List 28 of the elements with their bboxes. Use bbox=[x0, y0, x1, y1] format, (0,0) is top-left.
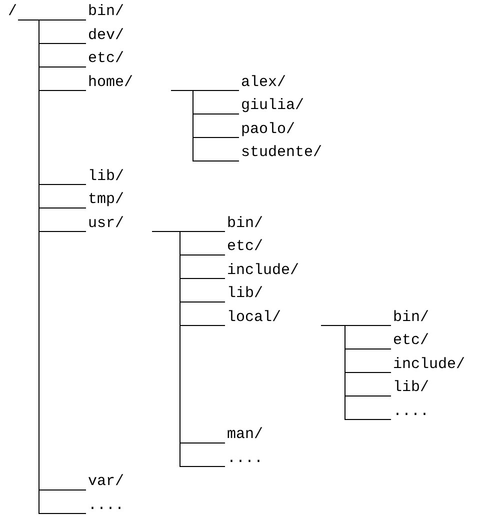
directory-name: lib/ bbox=[88, 166, 124, 186]
directory-name: / bbox=[8, 2, 18, 22]
tree-line bbox=[170, 90, 240, 162]
directory-name: bin/ bbox=[227, 214, 264, 234]
directory-name: .... bbox=[227, 448, 264, 468]
directory-name: paolo/ bbox=[241, 120, 296, 140]
directory-name: lib/ bbox=[227, 284, 264, 304]
tree-line bbox=[320, 325, 392, 420]
directory-name: bin/ bbox=[88, 2, 124, 22]
directory-name: tmp/ bbox=[88, 190, 124, 210]
directory-name: local/ bbox=[227, 308, 282, 328]
directory-name: dev/ bbox=[88, 26, 124, 46]
directory-name: etc/ bbox=[393, 331, 430, 351]
directory-name: alex/ bbox=[241, 72, 286, 92]
directory-name: lib/ bbox=[393, 378, 430, 398]
directory-name: etc/ bbox=[227, 237, 264, 257]
directory-name: bin/ bbox=[393, 308, 430, 328]
directory-name: studente/ bbox=[241, 143, 322, 163]
directory-name: usr/ bbox=[88, 214, 124, 234]
directory-name: man/ bbox=[227, 425, 264, 445]
directory-name: include/ bbox=[393, 354, 466, 374]
directory-name: giulia/ bbox=[241, 96, 304, 116]
directory-name: etc/ bbox=[88, 49, 124, 69]
directory-name: .... bbox=[88, 496, 124, 516]
directory-name: home/ bbox=[88, 72, 134, 92]
directory-name: .... bbox=[393, 402, 430, 422]
directory-name: include/ bbox=[227, 260, 300, 280]
directory-name: var/ bbox=[88, 472, 124, 492]
